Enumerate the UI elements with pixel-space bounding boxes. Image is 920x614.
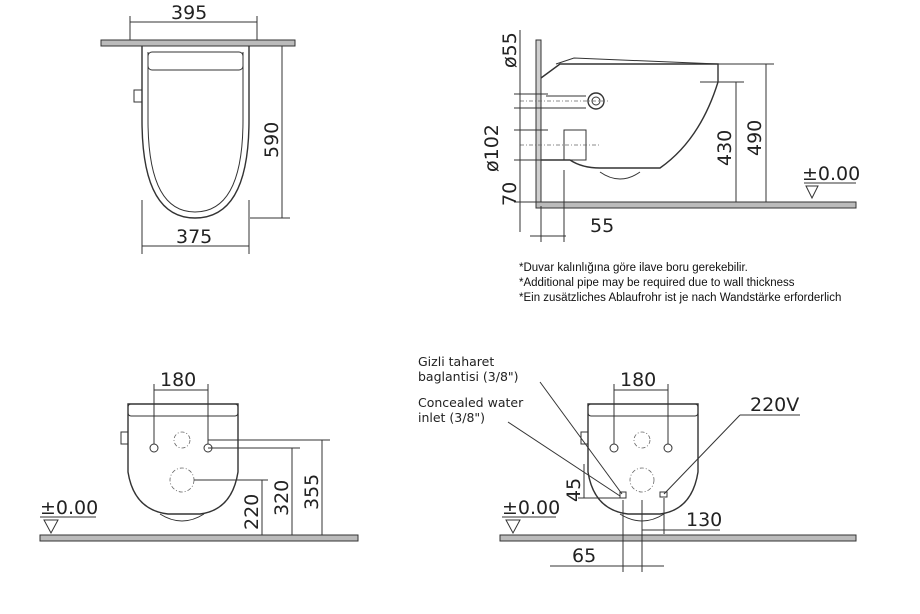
dim-180-rear: 180 [620,369,656,391]
dim-55-offset: 55 [590,215,614,237]
leader-220v [663,414,741,495]
dim-70: 70 [499,182,521,206]
side-view-body [540,63,719,169]
dim-490: 490 [744,120,766,156]
level-marker [805,185,819,200]
front-view-side-button [120,431,129,445]
rear-view-water-inlet [619,491,627,499]
level-rear: ±0.00 [502,497,560,519]
front-view-body [127,403,239,515]
side-view-lid [555,57,719,65]
dim-430: 430 [714,130,736,166]
label-tr-line1: Gizli taharet [418,354,494,369]
top-view: 395 375 590 [100,2,296,254]
leader-en [507,421,621,497]
dim-45: 45 [563,478,585,502]
side-view-pipe-inlet [546,95,586,109]
rear-view: Gizli taharet baglantisi (3/8") Conceale… [418,354,857,572]
dim-pipe-102: ø102 [481,124,503,172]
top-view-side-button [133,89,143,103]
front-view-outlet [169,467,195,493]
rear-view-lid [587,403,699,417]
notes: *Duvar kalınlığına göre ilave boru gerek… [519,262,841,304]
dim-pipe-55: ø55 [499,32,521,68]
level-marker [505,519,521,535]
front-view-lid [127,403,239,417]
rear-view-body [587,403,699,515]
label-en-line2: inlet (3/8") [418,410,485,425]
dim-590: 590 [261,122,283,158]
level-front: ±0.00 [40,497,98,519]
side-view: ø55 ø102 70 55 430 490 ±0.00 [481,30,860,242]
front-view-bolt-left [149,443,159,453]
front-view-base [159,513,205,522]
label-tr-line2: baglantisi (3/8") [418,369,519,384]
side-view-base [599,171,641,180]
leader-tr [539,381,623,495]
front-view: 180 220 320 355 ±0.00 [39,369,359,542]
top-view-wall [100,39,296,47]
note-de: *Ein zusätzliches Ablaufrohr ist je nach… [519,292,841,304]
front-view-inlet [173,431,191,449]
level-side: ±0.00 [802,163,860,185]
front-view-floor [39,534,359,542]
dim-130: 130 [686,509,722,531]
label-en-line1: Concealed water [418,395,524,410]
note-tr: *Duvar kalınlığına göre ilave boru gerek… [519,262,748,274]
rear-view-bolt-left [609,443,619,453]
dim-355: 355 [301,474,323,510]
side-view-wall-vertical [535,39,542,207]
rear-view-bolt-right [663,443,673,453]
rear-view-outlet [629,467,655,493]
side-view-floor [535,201,857,209]
level-marker [43,519,59,535]
voltage-label: 220V [750,394,799,416]
dim-320: 320 [271,480,293,516]
top-view-tank [147,51,244,71]
dim-395: 395 [171,2,207,24]
note-en: *Additional pipe may be required due to … [519,277,795,289]
top-view-seat-cover [147,52,244,213]
dim-220: 220 [241,494,263,530]
top-view-bowl-outline [141,46,250,219]
rear-view-floor [499,534,857,542]
rear-view-power-socket [659,491,668,498]
dim-65: 65 [572,545,596,567]
rear-view-inlet [633,431,651,449]
dim-375: 375 [176,226,212,248]
dim-180-front: 180 [160,369,196,391]
